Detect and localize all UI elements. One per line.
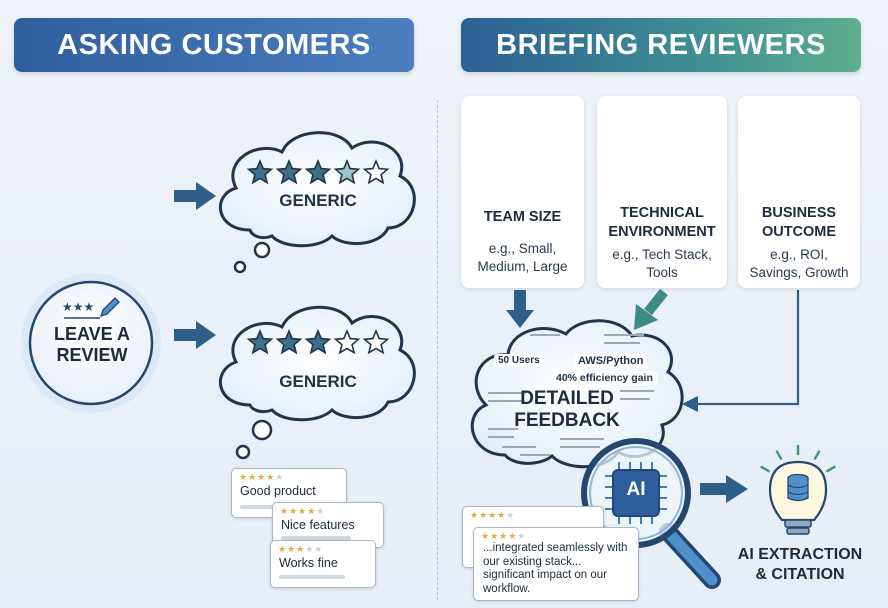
text-line — [604, 342, 640, 344]
text-line — [560, 446, 600, 448]
star-icon — [362, 158, 390, 185]
chip-gain: 40% efficiency gain — [552, 371, 657, 385]
text-line — [488, 428, 518, 430]
feedback-text-lines — [488, 334, 654, 456]
star-icon — [246, 158, 274, 185]
star-icon — [304, 328, 332, 355]
bulb-ray — [813, 450, 821, 460]
thought-bottom-label: GENERIC — [279, 372, 357, 391]
text-line — [488, 436, 514, 438]
card-desc: e.g., ROI, Savings, Growth — [749, 247, 849, 280]
bulb-ray — [775, 450, 783, 460]
star-icon — [362, 328, 390, 355]
thought-top-label: GENERIC — [279, 191, 357, 210]
star-icon — [275, 328, 303, 355]
review-text: Nice features — [281, 518, 355, 532]
review-stars: ★★★★★ — [481, 531, 527, 541]
leave-review-circle: ★★★ — [21, 273, 161, 413]
text-line — [502, 446, 536, 448]
text-line — [604, 334, 644, 336]
review-text: Good product — [240, 484, 316, 498]
review-card-3: ★★★★★ Works fine — [270, 540, 376, 588]
stars-rating-top — [246, 158, 390, 185]
star-icon — [275, 158, 303, 185]
review-quote-text: ...integrated seamlessly with our existi… — [483, 542, 628, 595]
arrow-team-to-feedback — [506, 290, 534, 328]
thought-cloud-top — [218, 131, 416, 274]
card-title: BUSINESS OUTCOME — [761, 205, 837, 240]
leave-review-label: LEAVE A REVIEW — [53, 324, 130, 365]
chip-stack: AWS/Python — [574, 354, 648, 368]
review-card-quote: ★★★★★ ...integrated seamlessly with our … — [473, 527, 639, 601]
ai-extraction-label: AI EXTRACTION & CITATION — [737, 546, 863, 583]
review-stars: ★★★★★ — [278, 544, 324, 554]
ai-chip-icon — [605, 462, 667, 524]
stars-rating-bottom — [246, 328, 390, 355]
star-icon — [304, 158, 332, 185]
text-line — [520, 454, 550, 456]
text-line — [488, 392, 526, 394]
star-icon — [246, 328, 274, 355]
arrow-to-top-thought — [174, 182, 216, 210]
bulb-ray — [826, 465, 836, 473]
card-team-size: TEAM SIZE e.g., Small, Medium, Large — [461, 96, 584, 288]
banner-asking-customers: ASKING CUSTOMERS — [14, 18, 414, 72]
lightbulb-database-icon — [760, 444, 836, 535]
text-line — [530, 334, 560, 336]
review-text: Works fine — [279, 556, 338, 570]
ai-badge-label: AI — [626, 479, 646, 500]
card-desc: e.g., Tech Stack, Tools — [612, 247, 712, 280]
card-desc: e.g., Small, Medium, Large — [477, 241, 568, 274]
review-stars: ★★★★★ — [280, 506, 326, 516]
section-divider — [437, 100, 438, 600]
card-business-outcome: BUSINESS OUTCOME e.g., ROI, Savings, Gro… — [738, 96, 860, 288]
text-line — [620, 390, 654, 392]
card-title: TEAM SIZE — [483, 209, 562, 225]
star-icon — [333, 158, 361, 185]
card-title: TECHNICAL ENVIRONMENT — [608, 205, 716, 240]
text-line — [620, 398, 650, 400]
review-stars: ★★★★★ — [239, 472, 285, 482]
card-technical-environment: TECHNICAL ENVIRONMENT e.g., Tech Stack, … — [597, 96, 727, 288]
text-line — [560, 438, 604, 440]
banner-right-title: BRIEFING REVIEWERS — [496, 28, 826, 61]
thought-cloud-bottom — [218, 305, 416, 460]
banner-left-title: ASKING CUSTOMERS — [57, 28, 371, 61]
star-icon — [333, 328, 361, 355]
banner-briefing-reviewers: BRIEFING REVIEWERS — [461, 18, 861, 72]
svg-text:★★★: ★★★ — [62, 300, 94, 314]
chip-users: 50 Users — [494, 354, 544, 367]
text-line — [488, 400, 522, 402]
pencil-icon — [99, 297, 120, 318]
bulb-ray — [760, 465, 770, 473]
review-stars: ★★★★★ — [470, 510, 516, 520]
arrow-to-bottom-thought — [174, 321, 216, 349]
arrow-to-extraction — [700, 475, 748, 503]
arrow-business-to-feedback — [682, 290, 800, 412]
arrow-tech-to-feedback — [634, 288, 668, 330]
detailed-feedback-label: DETAILED FEEDBACK — [514, 388, 620, 431]
